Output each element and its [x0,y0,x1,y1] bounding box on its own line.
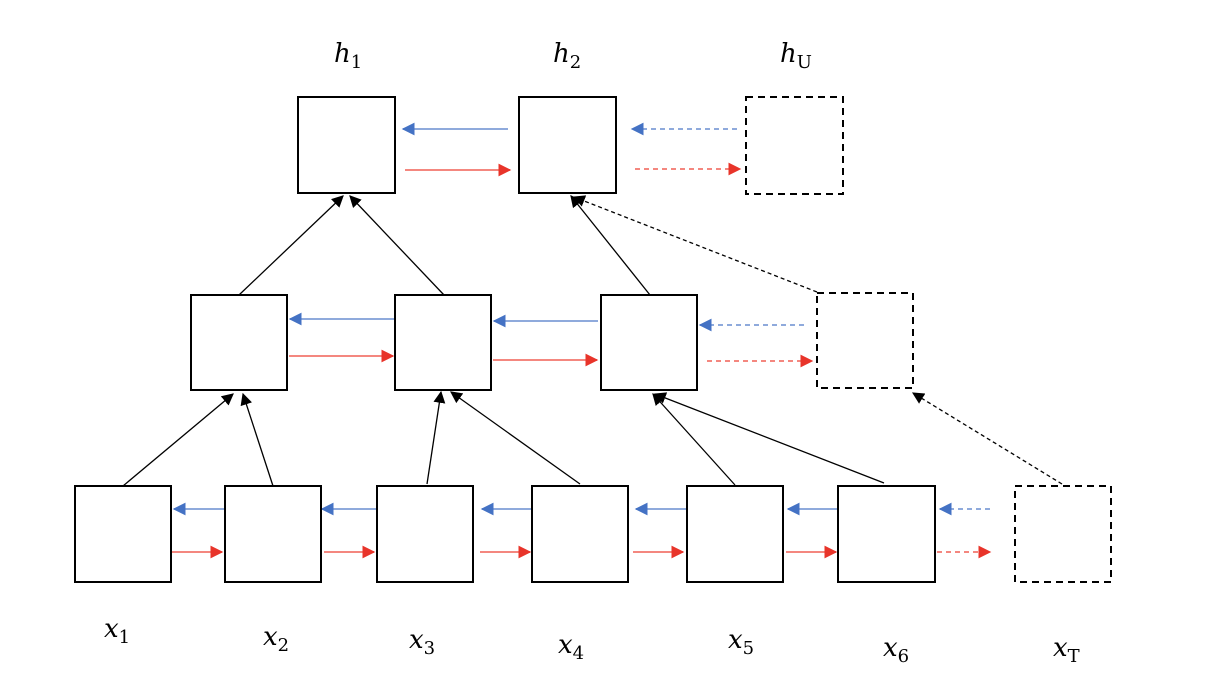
label-h2: h2 [553,39,581,73]
edges [122,122,1063,559]
top-layer [297,96,844,195]
node-x2 [224,485,322,583]
node-middle [394,294,492,391]
node-x1 [74,485,172,583]
upward-arrow [653,392,885,484]
node-middle-placeholder [816,292,914,389]
node-xT [1014,485,1112,583]
upward-arrow-dashed [911,392,1063,485]
node-middle [600,294,698,391]
node-x3 [376,485,474,583]
upward-arrow [426,390,446,485]
node-x5 [686,485,784,583]
bottom-layer [74,485,1112,583]
upward-arrow [240,392,274,487]
label-x6: x6 [883,633,909,667]
label-x4: x4 [558,630,584,664]
label-x2: x2 [263,622,289,656]
upward-arrow-dashed [572,195,818,293]
upward-arrow [570,195,651,296]
label-h1: h1 [334,39,362,73]
upward-arrow [122,393,234,487]
upward-arrow [450,391,581,485]
node-hU [745,96,844,195]
label-xT: xT [1053,633,1080,667]
label-x5: x5 [728,625,754,659]
node-h1 [297,96,396,194]
node-h2 [518,96,617,194]
label-hU: hU [780,39,812,73]
upward-arrow [349,195,445,296]
middle-layer [190,292,914,391]
label-x3: x3 [409,625,435,659]
node-middle [190,294,288,391]
upward-arrow [238,195,344,296]
label-x1: x1 [104,614,130,648]
node-x6 [837,485,936,583]
upward-arrow [652,393,736,486]
node-x4 [531,485,629,583]
